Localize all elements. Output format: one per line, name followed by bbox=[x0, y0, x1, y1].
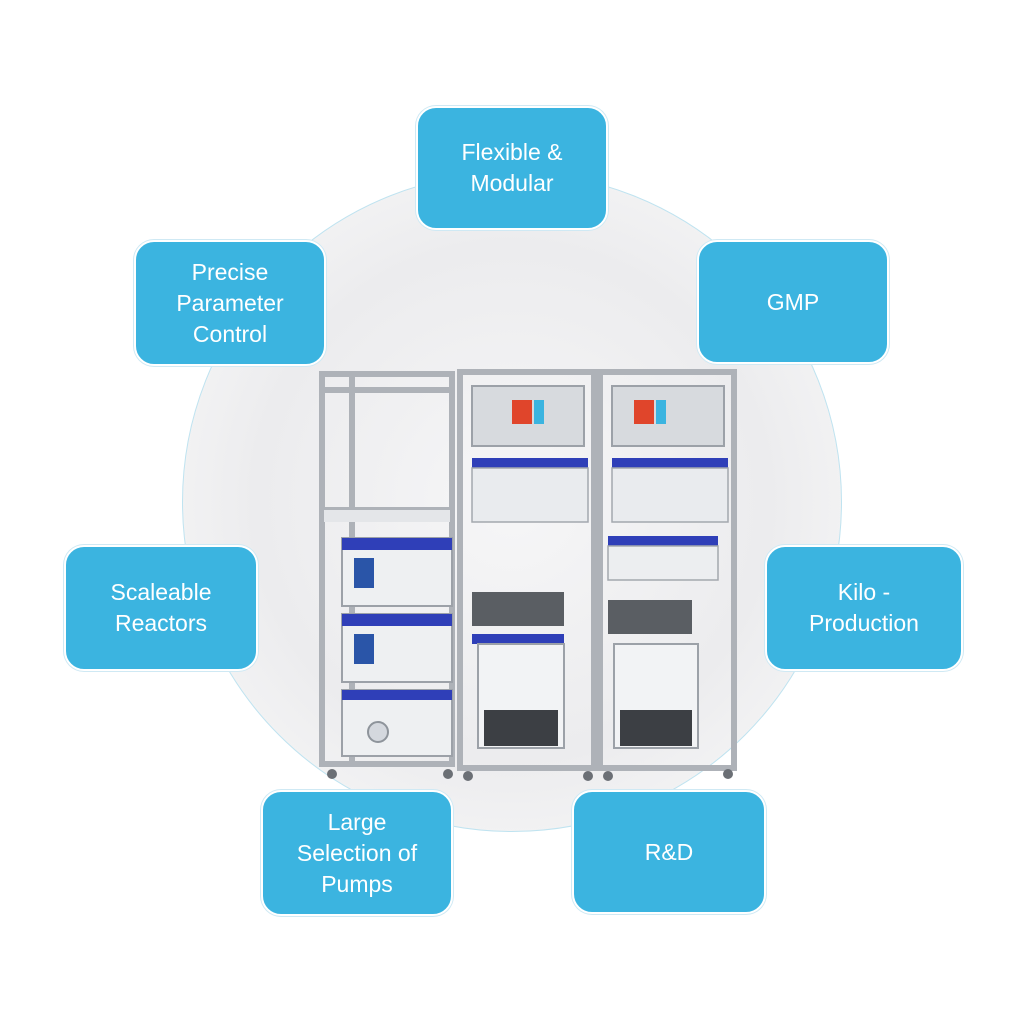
feature-gmp: GMP bbox=[697, 240, 889, 364]
left-shelf bbox=[324, 510, 450, 522]
feature-flexible-modular: Flexible & Modular bbox=[416, 106, 608, 230]
feature-precise-parameter-control: Precise Parameter Control bbox=[134, 240, 326, 366]
feature-kilo-production: Kilo - Production bbox=[765, 545, 963, 671]
caster-wheels bbox=[327, 769, 733, 781]
feature-scaleable-reactors: Scaleable Reactors bbox=[64, 545, 258, 671]
middle-cabinet bbox=[457, 369, 597, 771]
reactor-module-2 bbox=[341, 613, 453, 683]
feature-large-selection-of-pumps: Large Selection of Pumps bbox=[261, 790, 453, 916]
flow-chemistry-rack-illustration bbox=[319, 369, 737, 781]
reactor-module-1 bbox=[341, 537, 453, 607]
pump-module bbox=[341, 689, 453, 757]
feature-r-and-d: R&D bbox=[572, 790, 766, 914]
right-cabinet bbox=[597, 369, 737, 771]
